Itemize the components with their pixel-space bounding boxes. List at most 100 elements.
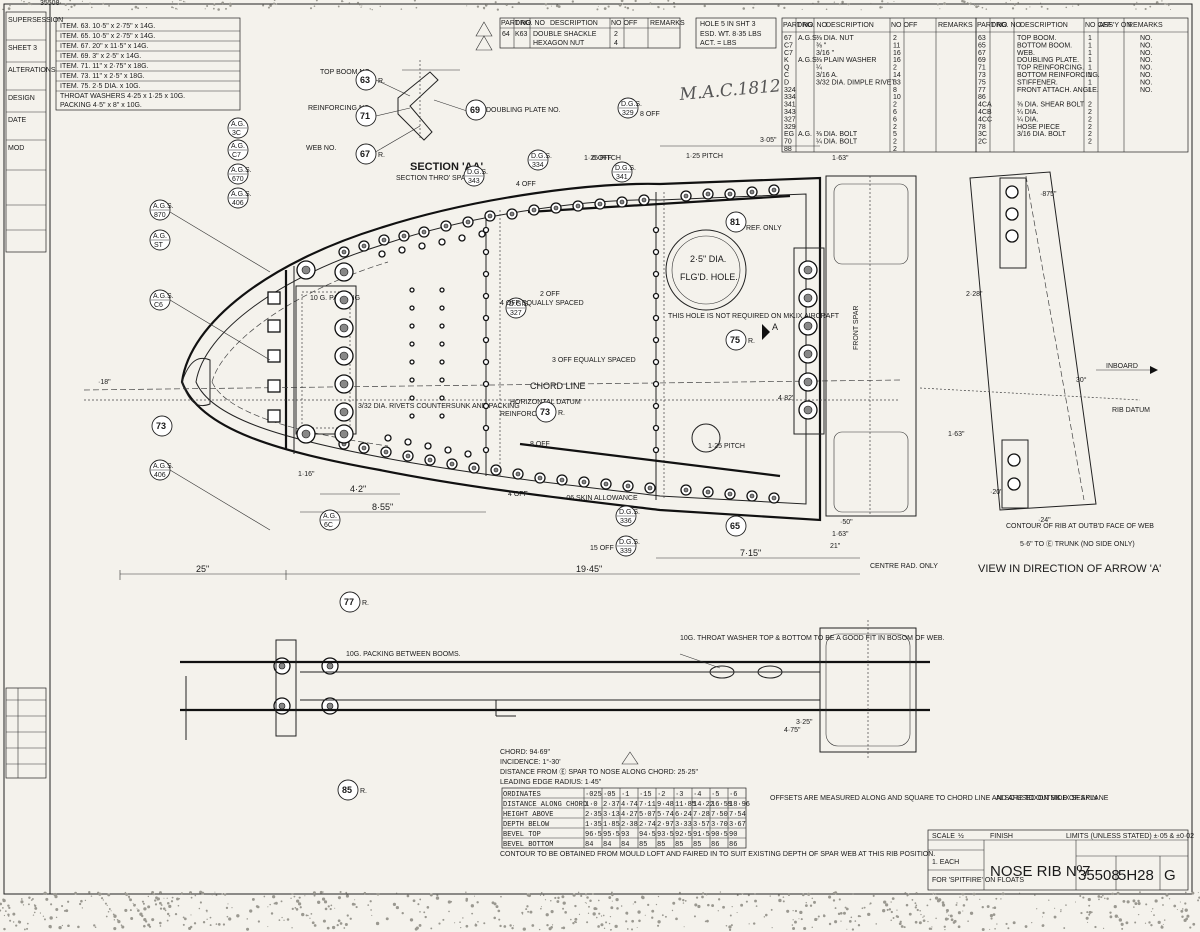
rev-side-0: SUPERSESSION (8, 17, 63, 24)
rivet-small (398, 246, 406, 254)
rib-outline (180, 176, 822, 522)
speck (1005, 922, 1008, 925)
web-rivet (439, 341, 445, 347)
speck (825, 8, 828, 11)
ptr-cell: 1 (1088, 87, 1092, 94)
speck (79, 902, 82, 906)
offset-cell: 93·5 (657, 831, 674, 839)
speck (957, 925, 961, 929)
speck (0, 909, 2, 912)
speck (607, 5, 610, 8)
offset-cell: 14·22 (693, 801, 714, 809)
speck (634, 901, 637, 904)
ptr-cell: 1 (1088, 79, 1092, 86)
speck (131, 8, 134, 11)
speck (147, 895, 150, 898)
speck (155, 896, 158, 900)
speck (574, 917, 578, 921)
offset-cell: DEPTH BELOW (503, 821, 550, 829)
speck (922, 919, 926, 923)
plan-bolt-core (326, 702, 334, 710)
speck (1012, 921, 1016, 925)
speck (1165, 893, 1169, 897)
speck (477, 920, 479, 923)
speck (426, 906, 430, 909)
speck (221, 893, 224, 895)
speck (483, 7, 485, 10)
plt-h0: PART NO (501, 20, 532, 27)
speck (438, 922, 441, 925)
rivet-core (509, 211, 515, 217)
callout-id: 81 (730, 217, 740, 227)
ref-bubble-top: D.G.S. (509, 301, 530, 308)
speck (742, 7, 746, 10)
rivet-note-4: 4 OFF EQUALLY SPACED (500, 300, 584, 307)
speck (752, 922, 756, 925)
speck (42, 915, 45, 917)
speck (610, 906, 614, 910)
ptr-cell: 78 (978, 124, 986, 131)
speck (946, 911, 948, 914)
speck (337, 896, 341, 900)
speck (545, 913, 549, 917)
speck (296, 899, 300, 903)
speck (476, 5, 480, 8)
speck (339, 922, 343, 925)
offset-cell: 1·0 (585, 801, 598, 809)
speck (1149, 5, 1152, 8)
speck (106, 904, 108, 906)
ptm-cell: ⅜ " (816, 42, 827, 49)
web-rivet (409, 413, 415, 419)
rivet-core (575, 203, 581, 209)
speck (369, 900, 372, 903)
lbl-doubling: DOUBLING PLATE NO. (486, 107, 561, 114)
speck (159, 901, 162, 905)
speck (180, 892, 183, 895)
speck (605, 921, 608, 924)
speck (423, 911, 426, 914)
speck (353, 903, 356, 906)
rivet-small (424, 442, 432, 450)
speck (626, 928, 629, 930)
speck (49, 916, 53, 920)
stiffener-nut (267, 409, 281, 423)
ptm-cell: 3/16 " (816, 50, 835, 57)
ptr-cell: 65 (978, 42, 986, 49)
ptr-cell: WEB. (1017, 50, 1035, 57)
speck (290, 897, 292, 899)
view-a-bolt (1005, 185, 1019, 199)
speck (678, 891, 681, 894)
ptm-h4: REMARKS (938, 22, 973, 29)
offset-cell: 4·27 (621, 811, 638, 819)
web-rivet (409, 287, 415, 293)
speck (273, 2, 276, 5)
speck (153, 899, 157, 902)
speck (544, 3, 548, 6)
speck (828, 922, 832, 926)
speck (600, 923, 604, 927)
speck (833, 1, 836, 3)
speck (657, 924, 660, 927)
ptm-cell: 341 (784, 102, 796, 109)
speck (704, 920, 707, 923)
rivet-core (383, 449, 389, 455)
speck (798, 918, 800, 920)
speck (8, 906, 11, 909)
speck (1126, 900, 1130, 904)
dim-4-82: 4·82" (778, 395, 795, 402)
ptm-cell: C (784, 72, 789, 79)
speck (273, 0, 276, 2)
speck (465, 891, 467, 894)
speck (418, 924, 422, 927)
speck (1017, 1, 1019, 4)
speck (3, 927, 6, 931)
speck (934, 896, 939, 900)
spar-rivet (652, 292, 660, 300)
speck (632, 903, 634, 905)
dim-7-15: 7·15" (740, 548, 761, 558)
ptr-cell: NO. (1140, 65, 1153, 72)
ref-bubble-bottom: ST (154, 242, 164, 249)
lbl-rib-datum: RIB DATUM (1112, 407, 1150, 414)
speck (401, 911, 404, 915)
speck (166, 912, 170, 916)
